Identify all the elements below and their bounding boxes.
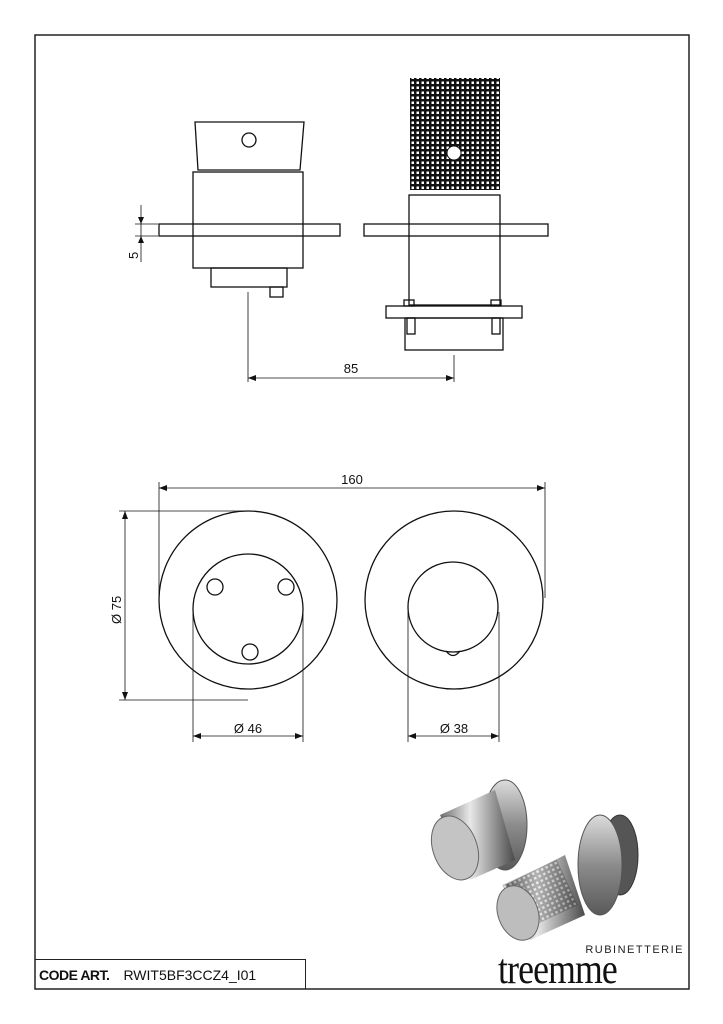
code-art-value: RWIT5BF3CCZ4_I01 xyxy=(123,966,257,983)
dimension-flange-thickness: 5 xyxy=(126,205,158,262)
dimension-85-label: 85 xyxy=(344,361,358,376)
code-art-label: CODE ART. xyxy=(39,966,110,983)
dimension-overall-width: 160 xyxy=(158,472,546,598)
brand-subtitle: RUBINETTERIE xyxy=(585,944,684,956)
dimension-handle-diameter-38: Ø 38 xyxy=(407,612,500,742)
side-view-smooth-handle xyxy=(158,121,341,298)
dimension-flange-diameter: Ø 75 xyxy=(109,510,248,701)
side-view-knurled-handle xyxy=(363,78,549,351)
dimension-160-label: 160 xyxy=(341,472,363,487)
front-view-smooth-handle xyxy=(158,510,338,690)
dimension-depth: 85 xyxy=(247,292,455,382)
brand-logo: RUBINETTERIE treemme xyxy=(498,944,688,993)
product-3d-render xyxy=(430,779,639,941)
title-block: CODE ART. RWIT5BF3CCZ4_I01 xyxy=(35,959,306,989)
front-view-knurled-handle xyxy=(364,510,544,690)
drawing-frame xyxy=(34,34,690,990)
dimension-handle-diameter-46: Ø 46 xyxy=(192,612,304,742)
dimension-5-label: 5 xyxy=(126,252,141,259)
dimension-diameter-38-label: Ø 38 xyxy=(440,721,468,736)
dimension-diameter-75-label: Ø 75 xyxy=(109,596,124,624)
brand-name: treemme xyxy=(498,947,618,993)
dimension-diameter-46-label: Ø 46 xyxy=(234,721,262,736)
